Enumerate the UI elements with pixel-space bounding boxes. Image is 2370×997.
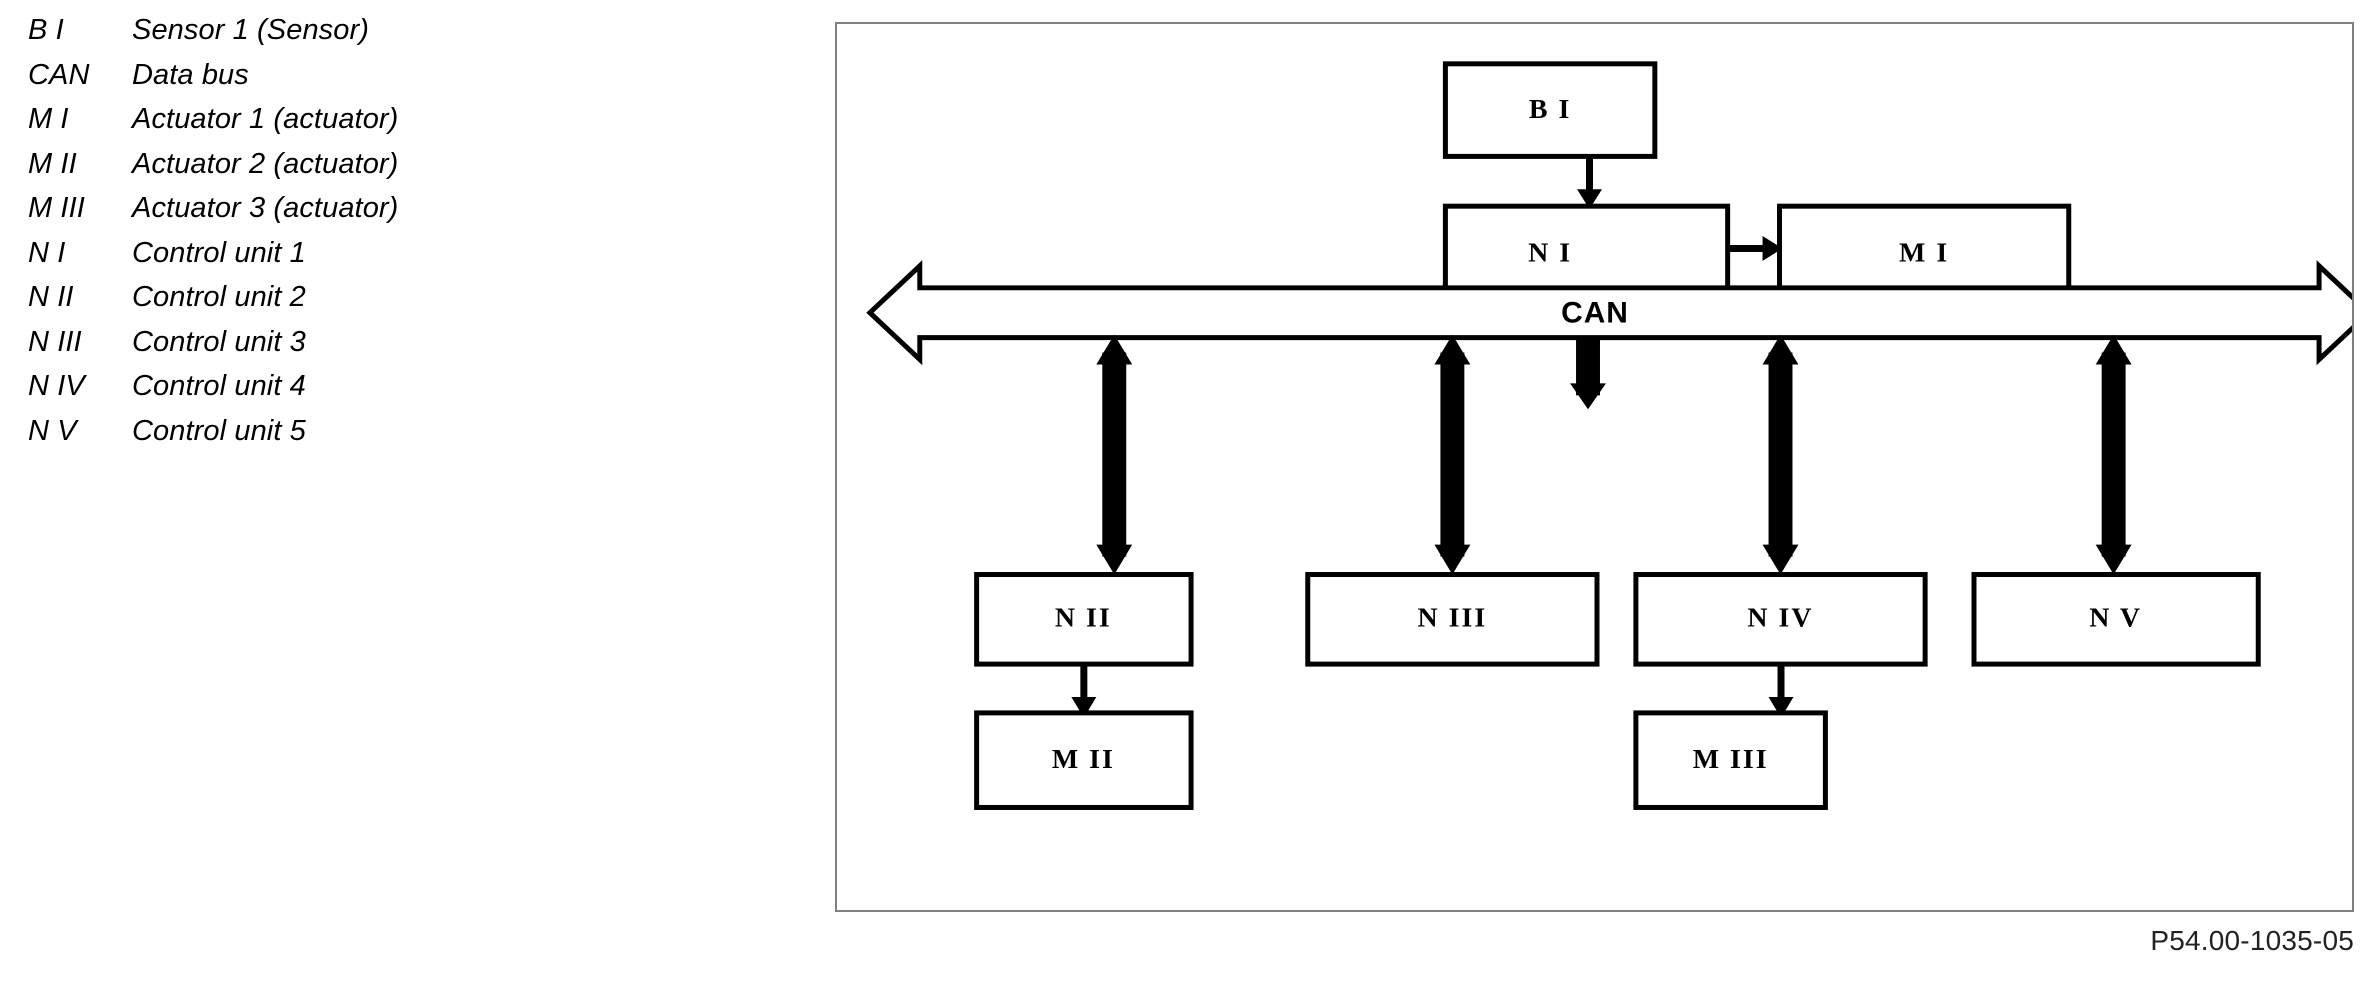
legend-item-code: N III — [28, 325, 82, 358]
legend-item-description: Actuator 3 (actuator) — [132, 192, 399, 224]
legend-item: N IV Control unit 4 — [28, 370, 788, 415]
legend-item-code: B I — [28, 14, 64, 46]
legend-item-description: Control unit 2 — [132, 281, 306, 313]
node-box-control-unit-1 — [1442, 203, 1731, 304]
figure-reference-caption: P54.00-1035-05 — [2150, 925, 2354, 956]
node-box-control-unit-4 — [1633, 572, 1928, 667]
legend-item: N III Control unit 3 — [28, 326, 788, 371]
legend-list: B I Sensor 1 (Sensor) CAN Data bus M I A… — [28, 14, 788, 459]
legend-item-description: Actuator 1 (actuator) — [132, 103, 399, 135]
legend-item-description: Sensor 1 (Sensor) — [132, 14, 370, 46]
can-bus-label: CAN — [1561, 297, 1629, 330]
legend-item: CAN Data bus — [28, 59, 788, 104]
legend-item: N I Control unit 1 — [28, 237, 788, 282]
node-label-control-unit-4: N IV — [1747, 603, 1813, 634]
legend-item-description: Control unit 3 — [132, 325, 306, 358]
legend-item-description: Control unit 4 — [132, 370, 306, 402]
diagram-frame: B I N I M I CAN — [835, 22, 2354, 912]
legend-item: M I Actuator 1 (actuator) — [28, 103, 788, 148]
can-network-diagram: B I N I M I CAN — [866, 61, 2352, 810]
node-box-actuator-1 — [1777, 203, 2072, 304]
arrow-bus-to-controlunit2 — [1096, 334, 1133, 575]
legend-item-description: Data bus — [132, 58, 249, 91]
arrow-bus-to-controlunit4 — [1762, 334, 1799, 575]
legend-item-code: CAN — [28, 58, 90, 91]
legend-item-code: M II — [28, 147, 77, 180]
legend-item-description: Control unit 5 — [132, 414, 306, 447]
node-label-actuator-3: M III — [1693, 744, 1769, 775]
node-label-control-unit-1: N I — [1528, 237, 1572, 268]
node-label-actuator-1: M I — [1899, 237, 1949, 268]
arrow-bus-to-controlunit3 — [1434, 334, 1471, 575]
node-box-control-unit-5 — [1971, 572, 2261, 667]
arrow-bus-to-controlunit5 — [2095, 334, 2132, 575]
legend-item-code: M I — [28, 103, 69, 135]
node-box-control-unit-3 — [1305, 572, 1600, 667]
arrow-sensor1-to-controlunit1 — [1577, 156, 1602, 210]
node-label-actuator-2: M II — [1052, 744, 1115, 775]
can-bus-shape — [866, 260, 2352, 366]
legend-item-description: Control unit 1 — [132, 236, 306, 269]
node-box-sensor-1 — [1442, 61, 1658, 159]
legend-item: B I Sensor 1 (Sensor) — [28, 14, 788, 59]
legend-item-description: Actuator 2 (actuator) — [132, 147, 399, 180]
node-label-sensor-1: B I — [1529, 94, 1571, 125]
node-box-actuator-2 — [974, 710, 1194, 810]
legend-item-code: N IV — [28, 370, 85, 402]
arrow-controlunit4-to-actuator3 — [1768, 664, 1794, 718]
legend-item-code: M III — [28, 192, 85, 224]
legend-item: N V Control unit 5 — [28, 415, 788, 460]
arrow-controlunit1-to-actuator1 — [1727, 236, 1783, 261]
legend-item-code: N II — [28, 281, 74, 313]
arrow-controlunit2-to-actuator2 — [1071, 664, 1097, 718]
legend-item-code: N V — [28, 414, 77, 447]
legend-item: M III Actuator 3 (actuator) — [28, 192, 788, 237]
legend-item: N II Control unit 2 — [28, 281, 788, 326]
node-label-control-unit-2: N II — [1055, 603, 1112, 634]
legend-item-code: N I — [28, 236, 66, 269]
node-label-control-unit-3: N III — [1418, 603, 1488, 634]
node-box-actuator-3 — [1633, 710, 1828, 810]
node-label-control-unit-5: N V — [2089, 603, 2142, 634]
legend-item: M II Actuator 2 (actuator) — [28, 148, 788, 193]
